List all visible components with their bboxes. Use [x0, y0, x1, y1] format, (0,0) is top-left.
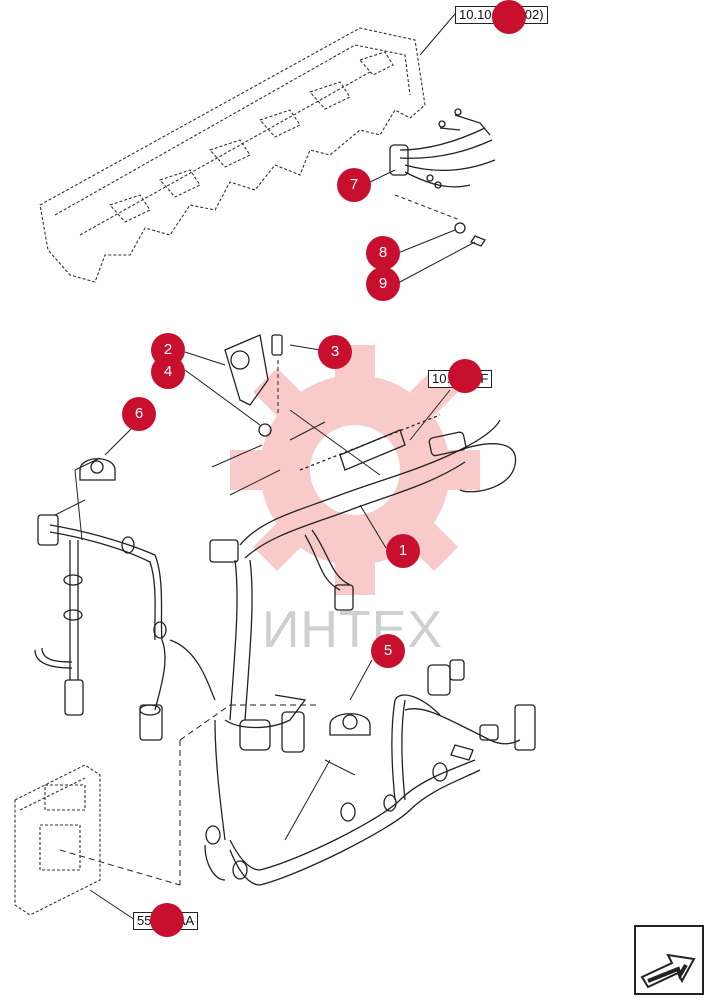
- callout-8[interactable]: 8: [366, 236, 400, 270]
- callout-ref-middle[interactable]: [448, 359, 482, 393]
- callout-7[interactable]: 7: [337, 168, 371, 202]
- callout-1[interactable]: 1: [386, 534, 420, 568]
- valve-cover-assembly: [39, 27, 426, 283]
- main-wiring-harness: [204, 414, 536, 886]
- next-page-arrow-icon[interactable]: [634, 925, 704, 995]
- left-sensor-harness: [34, 514, 216, 741]
- callout-ref-top[interactable]: [492, 0, 526, 34]
- callout-ref-bottom[interactable]: [150, 903, 184, 937]
- callout-4[interactable]: 4: [151, 355, 185, 389]
- watermark-text: ИНТЕХ: [262, 601, 444, 659]
- ecu-module: [14, 764, 101, 916]
- callout-5[interactable]: 5: [371, 634, 405, 668]
- callout-3[interactable]: 3: [318, 335, 352, 369]
- section-markers: [54, 421, 356, 776]
- callout-9[interactable]: 9: [366, 267, 400, 301]
- clips-and-brackets: [79, 334, 448, 880]
- injector-harness: [389, 108, 496, 247]
- callout-6[interactable]: 6: [122, 397, 156, 431]
